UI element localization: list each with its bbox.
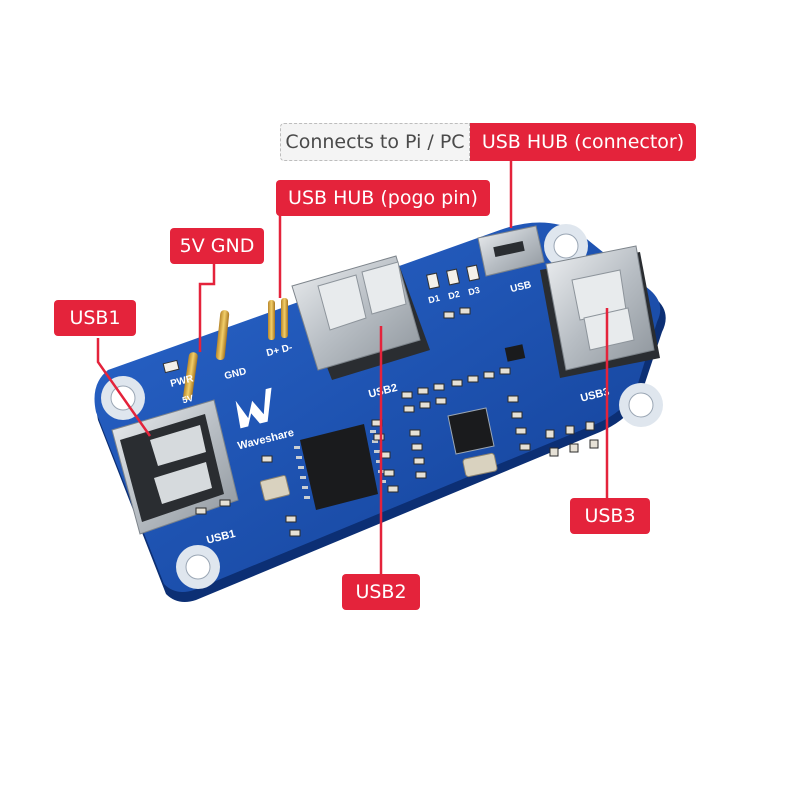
mounting-hole-bottom [176, 545, 220, 589]
usb2-label: USB2 [342, 574, 420, 610]
connects-to-pi-label: Connects to Pi / PC [280, 123, 470, 161]
silk-d3: D3 [467, 285, 481, 297]
silk-d1: D1 [427, 293, 441, 305]
usb-hub-pogo-label: USB HUB (pogo pin) [276, 180, 490, 216]
hub-controller-chip [294, 424, 386, 510]
usb3-port [540, 245, 660, 378]
pogo-pins-power [183, 310, 230, 400]
qfn-chip [447, 407, 495, 455]
usb1-port [111, 399, 239, 535]
connector-callout-group: Connects to Pi / PC USB HUB (connector) [280, 123, 696, 161]
usb3-label: USB3 [570, 498, 650, 534]
silk-d2: D2 [447, 289, 461, 301]
usb-hub-connector-label: USB HUB (connector) [470, 123, 696, 161]
mounting-holes [101, 224, 663, 589]
leader-5v-gnd [198, 262, 216, 352]
pogo-pins-data [268, 298, 288, 340]
crystal [259, 452, 498, 501]
silk-gnd: GND [223, 366, 247, 382]
mounting-hole-right [619, 383, 663, 427]
silk-usb: USB [509, 279, 532, 295]
leader-lines [96, 160, 609, 574]
transistor [504, 344, 526, 362]
usb1-label: USB1 [54, 300, 136, 336]
smd-components [195, 307, 599, 537]
silk-5v: 5V [181, 393, 194, 405]
five-v-gnd-label: 5V GND [170, 228, 264, 264]
usb2-port [291, 255, 430, 380]
status-leds [162, 264, 480, 374]
micro-usb-port [477, 225, 545, 277]
leader-usb1 [96, 338, 152, 437]
mounting-hole-top-right [544, 224, 588, 268]
